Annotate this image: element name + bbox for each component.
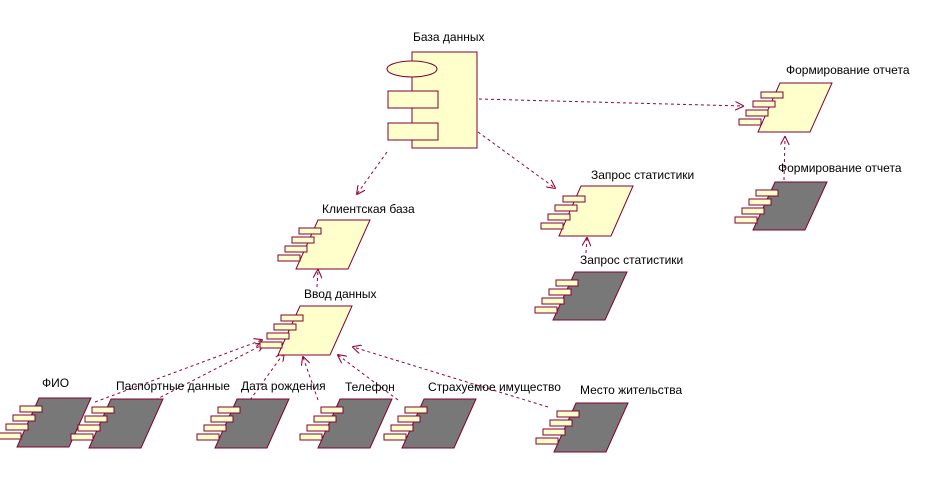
edge-phone-to-data-entry [303, 357, 319, 401]
report-stub-label: Формирование отчета [778, 161, 902, 175]
fio-label: ФИО [42, 376, 69, 390]
birth-date-icon [196, 398, 290, 449]
passport-label: Паспортные данные [116, 379, 230, 393]
phone-icon [299, 398, 393, 449]
stats-stub-component[interactable]: Запрос статистики [534, 253, 683, 321]
data-entry-label: Ввод данных [304, 287, 377, 301]
client-base-icon [277, 219, 371, 270]
phone-component[interactable]: Телефон [299, 380, 395, 449]
insured-property-component[interactable]: Страхуемое имущество [383, 380, 561, 449]
birth-date-label: Дата рождения [241, 379, 326, 393]
residence-icon [535, 402, 629, 453]
data-entry-component[interactable]: Ввод данных [259, 287, 377, 356]
stats-stub-icon [534, 271, 628, 321]
stats-form-label: Запрос статистики [591, 168, 694, 182]
phone-label: Телефон [345, 380, 395, 394]
stats-stub-label: Запрос статистики [580, 253, 683, 267]
residence-label: Место жительства [580, 383, 683, 397]
data-entry-icon [259, 305, 353, 356]
stats-form-component[interactable]: Запрос статистики [540, 168, 694, 237]
client-base-label: Клиентская база [322, 202, 415, 216]
edge-database-to-client-base [357, 151, 388, 194]
database-component[interactable]: База данных [386, 30, 484, 149]
report-stub-component[interactable]: Формирование отчета [734, 161, 902, 231]
insured-property-icon [383, 398, 477, 449]
edge-data-entry-to-client-base [317, 270, 318, 288]
edge-stats-stub-to-stats-form [586, 238, 587, 254]
edge-database-to-stats-form [477, 131, 555, 188]
edge-property-to-data-entry [338, 355, 399, 401]
database-component-icon [386, 51, 478, 149]
edge-database-to-report-form [478, 98, 743, 106]
report-stub-icon [734, 181, 828, 231]
insured-property-label: Страхуемое имущество [428, 380, 561, 394]
report-form-component[interactable]: Формирование отчета [738, 63, 910, 133]
report-form-label: Формирование отчета [786, 63, 910, 77]
edge-report-stub-to-report-form [784, 137, 785, 181]
edge-residence-to-data-entry [353, 347, 549, 408]
passport-component[interactable]: Паспортные данные [70, 379, 230, 449]
stats-form-icon [540, 185, 634, 237]
client-base-component[interactable]: Клиентская база [277, 202, 415, 270]
residence-component[interactable]: Место жительства [535, 383, 683, 453]
edge-passport-to-data-entry [154, 344, 264, 401]
report-form-icon [738, 82, 833, 133]
birth-date-component[interactable]: Дата рождения [196, 379, 326, 449]
passport-icon [70, 398, 164, 449]
edge-birth-to-data-entry [249, 353, 284, 401]
database-label: База данных [413, 30, 484, 44]
dependency-edges [94, 98, 785, 408]
